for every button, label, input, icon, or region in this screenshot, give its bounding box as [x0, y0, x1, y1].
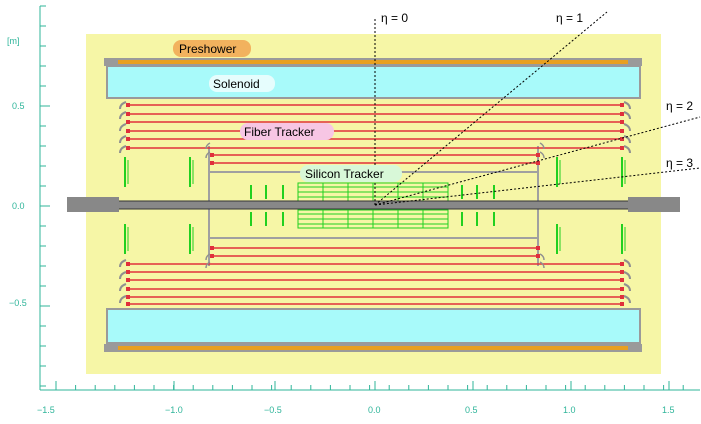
fiber-layer-end: [210, 161, 214, 165]
end-fixture: [205, 142, 211, 150]
end-fixture: [119, 259, 127, 268]
end-fixture: [623, 111, 631, 120]
fiber-layer-end: [620, 262, 624, 266]
solenoid-label-bg: [209, 75, 275, 92]
end-fixture: [205, 253, 211, 261]
eta-label-1: η = 1: [556, 11, 583, 25]
end-fixture: [539, 151, 545, 159]
fiber-layer-end: [126, 146, 130, 150]
fiber-layer-end: [620, 129, 624, 133]
end-fixture: [119, 135, 127, 144]
y-axis-unit: [m]: [7, 36, 20, 46]
x-tick-label-neg0.5: −0.5: [264, 405, 282, 415]
fiber-layer-end: [620, 120, 624, 124]
fiber-layer-end: [620, 137, 624, 141]
end-fixture: [623, 123, 631, 132]
x-tick-label-0.0: 0.0: [368, 405, 381, 415]
fiber-layer-end: [126, 137, 130, 141]
fiber-layer-end: [126, 129, 130, 133]
end-fixture: [623, 101, 631, 110]
x-tick-label-neg1.0: −1.0: [165, 405, 183, 415]
solenoid-label: Solenoid: [213, 77, 260, 91]
end-fixture: [539, 261, 545, 269]
fiber-layer-end: [210, 153, 214, 157]
eta-line-3: [374, 167, 701, 206]
preshower-bottom: [104, 344, 642, 352]
end-fixtures: [119, 101, 631, 304]
silicon-tracker-label: Silicon Tracker: [305, 167, 384, 181]
fiber-layer-end: [620, 278, 624, 282]
y-tick-label-0.0: 0.0: [12, 201, 25, 211]
fiber-layer-end: [620, 302, 624, 306]
fiber-layer-end: [126, 270, 130, 274]
fiber-layer-end: [126, 287, 130, 291]
eta-line-2: [374, 116, 701, 206]
end-fixture: [119, 123, 127, 132]
end-fixture: [623, 295, 631, 304]
x-tick-label-neg1.5: −1.5: [37, 405, 55, 415]
fiber-layer-end: [126, 120, 130, 124]
fiber-layer-end: [210, 254, 214, 258]
fiber-layer-end: [126, 302, 130, 306]
fiber-tracker-label: Fiber Tracker: [244, 125, 315, 139]
fiber-tracker-label-bg: [240, 123, 334, 140]
end-fixture: [623, 145, 631, 154]
end-fixture: [119, 101, 127, 110]
solenoid-bottom: [106, 308, 641, 344]
end-fixture: [119, 283, 127, 292]
eta-lines: [374, 11, 701, 206]
preshower-top: [104, 58, 642, 66]
end-fixture: [623, 283, 631, 292]
x-axis-ticks: [55, 381, 684, 390]
end-fixture: [623, 271, 631, 280]
fiber-layer-end: [126, 262, 130, 266]
end-fixture: [119, 295, 127, 304]
x-tick-label-1.5: 1.5: [662, 405, 675, 415]
y-axis-ticks: [40, 5, 50, 387]
end-fixture: [539, 142, 545, 150]
silicon-barrel: [297, 182, 449, 229]
fiber-layer-end: [620, 112, 624, 116]
y-tick-label-0.5: 0.5: [12, 101, 25, 111]
fiber-layer-end: [620, 146, 624, 150]
eta-label-0: η = 0: [381, 11, 408, 25]
end-fixture: [539, 253, 545, 261]
fiber-layer-end: [536, 161, 540, 165]
end-fixture: [623, 135, 631, 144]
fiber-layer-end: [126, 103, 130, 107]
fiber-layer-end: [210, 246, 214, 250]
fiber-layer-end: [536, 246, 540, 250]
end-fixture: [205, 261, 211, 269]
fiber-layer-end: [126, 295, 130, 299]
silicon-disks: [124, 157, 626, 254]
silicon-tracker-label-bg: [300, 165, 402, 182]
end-fixture: [119, 271, 127, 280]
end-fixture: [119, 145, 127, 154]
beam-pipe: [67, 197, 680, 212]
solenoid-top: [106, 65, 641, 99]
eta-label-3: η = 3: [666, 156, 693, 170]
fiber-layer-end: [620, 270, 624, 274]
fiber-layer-end: [536, 254, 540, 258]
x-tick-label-0.5: 0.5: [465, 405, 478, 415]
eta-label-2: η = 2: [666, 99, 693, 113]
fiber-layer-end: [126, 278, 130, 282]
fiber-layer-end: [536, 153, 540, 157]
fiber-layer-end: [126, 112, 130, 116]
fiber-tracker-layers: [126, 103, 624, 306]
fiber-layer-end: [620, 103, 624, 107]
fiber-layer-end: [620, 295, 624, 299]
x-tick-label-1.0: 1.0: [563, 405, 576, 415]
preshower-label: Preshower: [179, 42, 236, 56]
fiber-layer-end: [620, 287, 624, 291]
end-fixture: [119, 111, 127, 120]
preshower-label-bg: [173, 40, 251, 57]
end-fixture: [623, 259, 631, 268]
end-fixture: [205, 151, 211, 159]
y-tick-label-neg0.5: −0.5: [9, 298, 27, 308]
